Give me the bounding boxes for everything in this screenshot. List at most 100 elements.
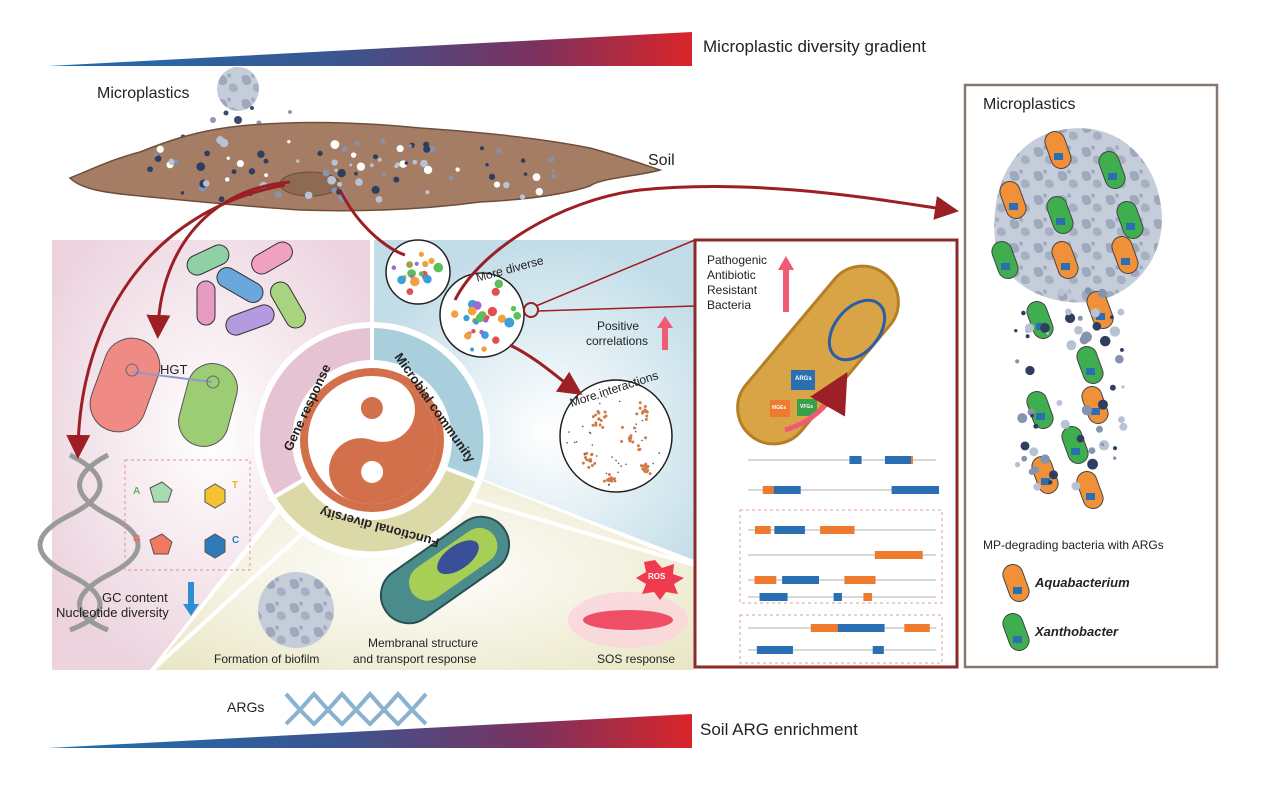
gene-arrow <box>884 456 911 464</box>
soil-particle <box>423 145 431 153</box>
soil-particle <box>396 145 404 153</box>
soil-particle <box>519 194 526 200</box>
network-node <box>642 467 646 471</box>
sos-label: SOS response <box>597 652 676 666</box>
network-node <box>620 465 622 467</box>
soil-particle <box>551 174 557 180</box>
network-node <box>607 484 610 486</box>
network-node <box>617 471 619 474</box>
network-node <box>603 410 607 414</box>
soil-particle <box>394 164 398 169</box>
soil-particle <box>496 148 502 154</box>
mp-fragment <box>1014 461 1021 468</box>
microbe-glyph <box>510 305 517 312</box>
network-node <box>583 453 586 455</box>
mp-fragment <box>1112 446 1118 451</box>
mp-fragment <box>1029 447 1039 457</box>
top-gradient-label: Microplastic diversity gradient <box>703 37 926 56</box>
mp-box-caption: MP-degrading bacteria with ARGs <box>983 538 1164 552</box>
microbe-glyph <box>414 261 419 266</box>
network-node <box>635 412 639 416</box>
mp-fragment <box>1014 329 1018 333</box>
legend-aquabacterium-icon <box>1002 564 1030 602</box>
network-node <box>645 414 649 418</box>
network-node <box>613 479 617 483</box>
bacteria-cluster <box>186 241 306 336</box>
membrane-label-1: Membranal structure <box>368 636 479 650</box>
soil-particle <box>337 169 346 178</box>
mp-fragment <box>1049 470 1058 480</box>
network-node <box>617 462 620 465</box>
aquabacterium-cell <box>1111 236 1139 274</box>
network-node <box>581 425 584 428</box>
interaction-network <box>566 396 661 486</box>
microbe-glyph <box>467 306 477 316</box>
gene-map-dashed-box <box>739 614 943 664</box>
soil-particle <box>295 159 300 163</box>
mp-fragment <box>1099 335 1111 347</box>
arg-marker <box>1086 493 1095 500</box>
aquabacterium-cell <box>999 181 1027 219</box>
soil-particle <box>204 150 210 157</box>
pathogen-line-2: Antibiotic <box>707 268 756 282</box>
mp-fragment <box>1047 480 1053 485</box>
network-node <box>645 470 649 474</box>
mp-fragment <box>1065 289 1071 295</box>
network-node <box>631 440 635 444</box>
soil-particle <box>231 169 237 175</box>
soil-particle <box>488 173 496 180</box>
network-node <box>641 419 644 422</box>
mp-fragment <box>1025 334 1030 339</box>
network-node <box>644 417 648 421</box>
microbe-glyph <box>391 265 397 270</box>
gene-arrow <box>782 576 820 584</box>
dna-helix <box>37 452 141 633</box>
gene-arrow <box>762 486 774 494</box>
network-node <box>610 479 614 483</box>
network-node <box>620 425 624 429</box>
soil-particle <box>196 162 206 172</box>
soil-particle <box>356 162 366 171</box>
soil-particle <box>548 156 554 163</box>
network-node <box>589 459 593 463</box>
soil-particle <box>248 168 256 175</box>
microbe-glyph <box>504 317 515 328</box>
gene-maps <box>748 456 940 654</box>
arg-marker <box>1061 263 1070 270</box>
network-node <box>594 413 598 417</box>
soil-particle <box>551 169 555 173</box>
legend-xanthobacter-icon <box>1002 613 1030 651</box>
network-node <box>583 456 587 460</box>
soil-label: Soil <box>648 152 675 169</box>
microbe-glyph <box>406 261 413 268</box>
soil-particle <box>156 145 164 153</box>
mp-fragment <box>1057 288 1065 297</box>
network-node <box>611 456 613 458</box>
mp-fragment <box>1033 482 1041 491</box>
positive-up-arrow <box>657 316 673 350</box>
mp-fragment <box>1064 308 1072 316</box>
network-node <box>644 462 648 466</box>
network-node <box>644 436 648 440</box>
microbe-glyph <box>494 279 504 289</box>
mp-fragment <box>1074 325 1083 335</box>
microbe-glyph <box>428 257 435 264</box>
microbe-glyph <box>463 314 470 322</box>
gene-arrow <box>754 576 777 584</box>
mp-fragment <box>1081 331 1092 343</box>
positive-label: Positive <box>597 319 640 333</box>
mp-fragment <box>1119 422 1128 431</box>
network-node <box>597 397 599 400</box>
soil-particle <box>429 146 436 153</box>
arg-marker <box>1056 218 1065 225</box>
legend-xanthobacter: Xanthobacter <box>1035 624 1119 639</box>
network-node <box>587 465 591 469</box>
bottom-gradient-label: Soil ARG enrichment <box>700 720 858 739</box>
mp-fragment <box>1030 413 1035 418</box>
mp-fragment <box>1021 310 1026 316</box>
soil-particle <box>503 181 510 189</box>
mp-fragment <box>1117 308 1125 316</box>
soil-particle <box>408 144 412 148</box>
mp-fragment <box>1064 313 1076 324</box>
arg-marker <box>1054 153 1063 160</box>
